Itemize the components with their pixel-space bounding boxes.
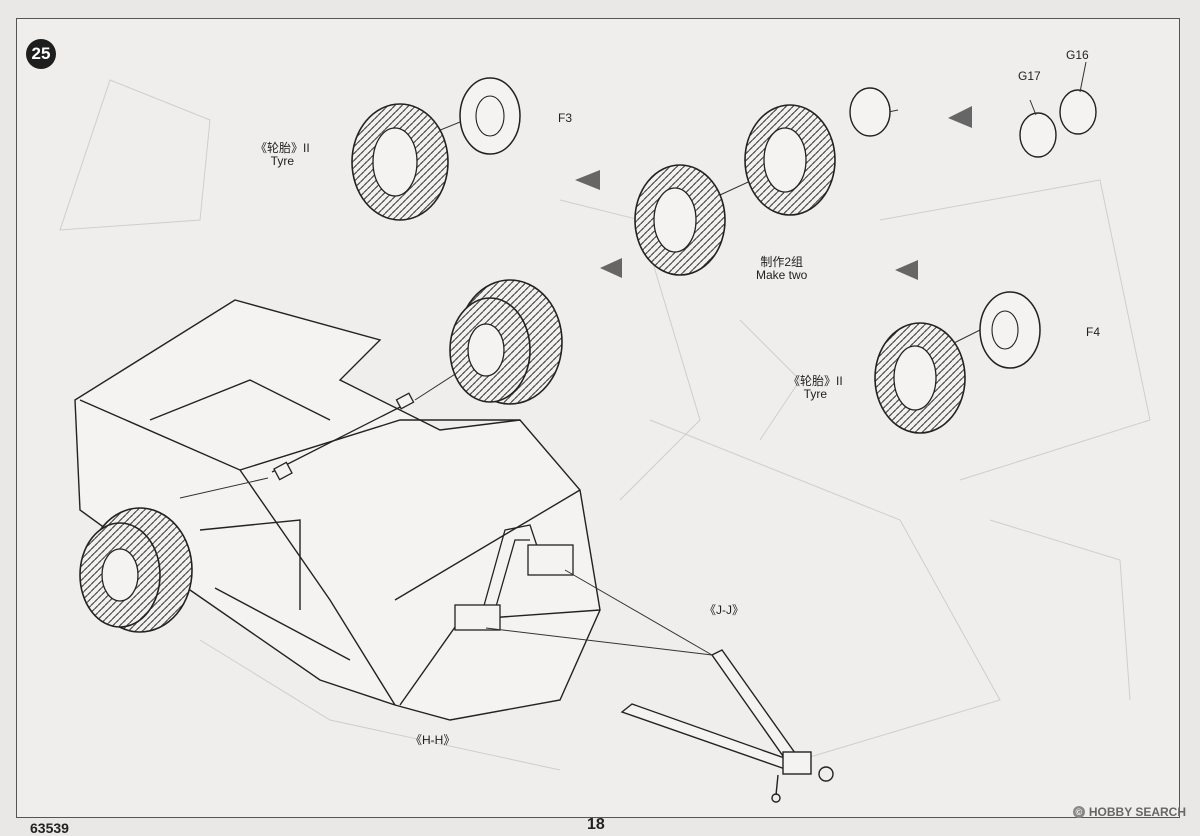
- tyre-label-right: 《轮胎》II Tyre: [788, 375, 843, 401]
- hub-part: [849, 87, 891, 137]
- hub-g16: [1059, 89, 1097, 135]
- kit-code: 63539: [30, 820, 69, 836]
- watermark-text: HOBBY SEARCH: [1088, 805, 1186, 819]
- tyre-label-left-en: Tyre: [270, 154, 294, 168]
- tyre-label-left-cn: 《轮胎》II: [255, 141, 310, 155]
- part-label-g16: G16: [1066, 48, 1089, 62]
- make-two-cn: 制作2组: [760, 255, 804, 269]
- dual-wheel-assembly: [634, 87, 891, 276]
- make-two-note: 制作2组 Make two: [756, 256, 807, 282]
- page-number: 18: [587, 816, 605, 833]
- subassembly-label-jj: 《J-J》: [704, 603, 744, 617]
- tyre-label-left: 《轮胎》II Tyre: [255, 142, 310, 168]
- tyre-label-right-en: Tyre: [803, 387, 827, 401]
- part-label-f4: F4: [1086, 325, 1101, 339]
- watermark: ©HOBBY SEARCH: [1072, 805, 1186, 819]
- tow-bar: [620, 649, 834, 803]
- part-label-f3: F3: [558, 111, 573, 125]
- hub-g16-g17: [1019, 61, 1097, 158]
- hub-g17: [1019, 112, 1057, 158]
- subassembly-label-hh: 《H-H》: [410, 733, 456, 747]
- watermark-logo-icon: ©: [1072, 806, 1085, 818]
- ghost-background-lines: [59, 79, 1151, 771]
- tyre-f4-assembly: [874, 291, 1041, 434]
- tow-bracket: [454, 524, 574, 631]
- tyre-f3-assembly: [351, 77, 521, 221]
- rim-f4: [979, 291, 1041, 369]
- part-label-g17: G17: [1018, 69, 1041, 83]
- axle-stubs: [271, 392, 415, 481]
- trailer-wheels: [79, 279, 563, 633]
- rim-f3: [459, 77, 521, 155]
- direction-arrows: [575, 106, 972, 280]
- tyre-label-right-cn: 《轮胎》II: [788, 374, 843, 388]
- step-number-badge: 25: [26, 39, 56, 69]
- make-two-en: Make two: [756, 268, 808, 282]
